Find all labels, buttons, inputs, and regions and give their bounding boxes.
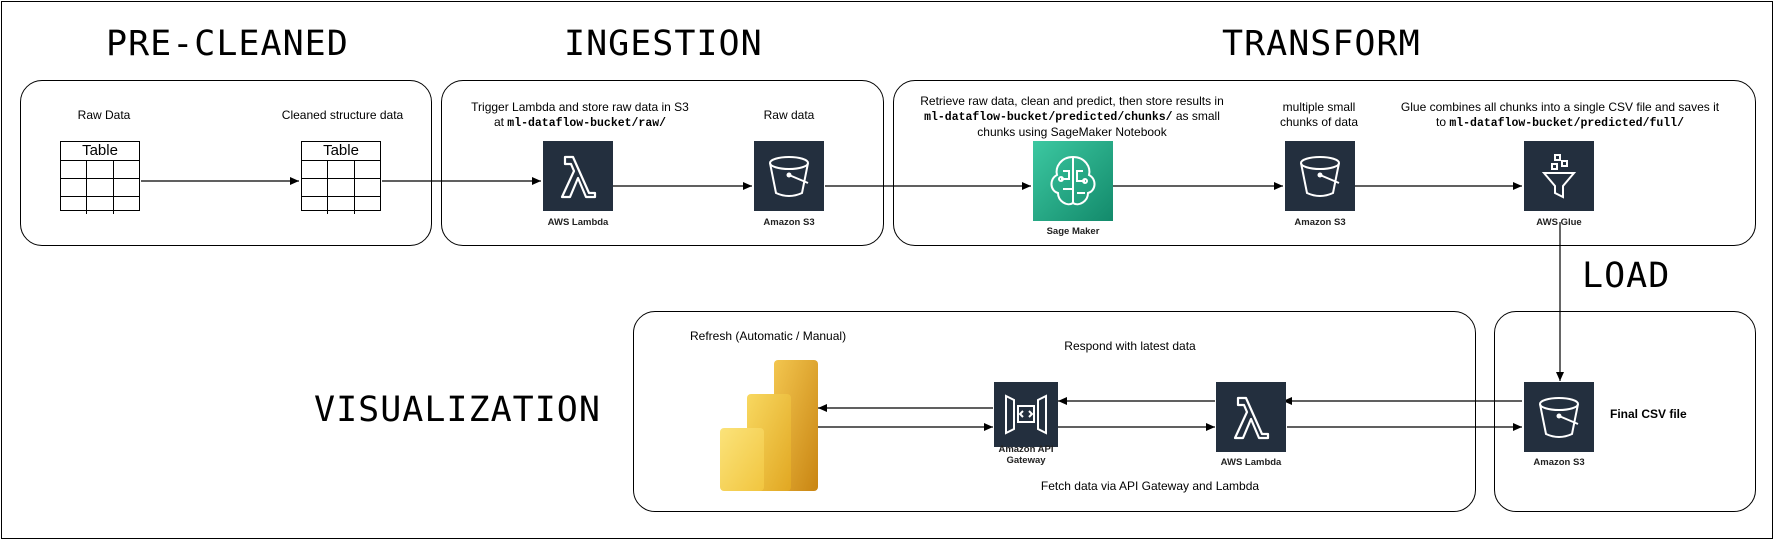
fetch-label: Fetch data via API Gateway and Lambda	[1040, 479, 1260, 493]
ingestion-title: INGESTION	[564, 24, 763, 64]
raw-s3-label: Raw data	[763, 108, 815, 122]
sagemaker-desc-line3: chunks using SageMaker Notebook	[977, 125, 1167, 139]
sagemaker-description: Retrieve raw data, clean and predict, th…	[912, 94, 1232, 140]
api-gateway-icon	[994, 382, 1058, 447]
chunks-label-line2: chunks of data	[1279, 115, 1359, 129]
lambda-desc-line1: Trigger Lambda and store raw data in S3	[471, 100, 689, 114]
pre-cleaned-title: PRE-CLEANED	[106, 24, 349, 64]
sagemaker-desc-path: ml-dataflow-bucket/predicted/chunks/	[924, 111, 1173, 124]
transform-title: TRANSFORM	[1222, 24, 1421, 64]
lambda-viz-icon	[1216, 382, 1286, 452]
lambda-ingest-description: Trigger Lambda and store raw data in S3 …	[460, 100, 700, 131]
s3-raw-icon	[754, 141, 824, 211]
glue-desc-to: to	[1436, 115, 1450, 129]
glue-description: Glue combines all chunks into a single C…	[1390, 100, 1730, 131]
lambda-desc-at: at	[493, 115, 508, 129]
lambda-viz-name: AWS Lambda	[1220, 457, 1282, 468]
load-title: LOAD	[1582, 256, 1671, 296]
visualization-title: VISUALIZATION	[314, 390, 601, 430]
cleaned-data-table-icon: Table	[301, 141, 381, 214]
cleaned-data-label: Cleaned structure data	[281, 108, 404, 122]
glue-name: AWS Glue	[1536, 217, 1582, 228]
apigw-name-line1: Amazon API	[998, 444, 1054, 455]
sagemaker-desc-line1: Retrieve raw data, clean and predict, th…	[920, 94, 1224, 108]
raw-data-label: Raw Data	[77, 108, 131, 122]
lambda-desc-path: ml-dataflow-bucket/raw/	[507, 117, 667, 130]
chunks-label-line1: multiple small	[1282, 100, 1356, 114]
final-csv-label: Final CSV file	[1610, 407, 1687, 421]
s3-raw-name: Amazon S3	[763, 217, 815, 228]
apigw-name-line2: Gateway	[1006, 455, 1046, 466]
sagemaker-name: Sage Maker	[1046, 226, 1100, 237]
sagemaker-desc-suffix: as small	[1172, 109, 1220, 123]
table-header: Table	[61, 142, 139, 161]
lambda-ingest-icon	[543, 141, 613, 211]
glue-icon	[1524, 141, 1594, 211]
s3-chunks-name: Amazon S3	[1294, 217, 1346, 228]
raw-data-table-icon: Table	[60, 141, 140, 214]
power-bi-icon	[720, 358, 820, 493]
s3-chunks-icon	[1285, 141, 1355, 211]
sagemaker-icon	[1033, 141, 1113, 221]
respond-label: Respond with latest data	[1064, 339, 1196, 353]
s3-final-name: Amazon S3	[1533, 457, 1585, 468]
glue-desc-path: ml-dataflow-bucket/predicted/full/	[1449, 117, 1684, 130]
chunks-label: multiple small chunks of data	[1269, 100, 1369, 130]
s3-final-icon	[1524, 382, 1594, 452]
refresh-label: Refresh (Automatic / Manual)	[690, 329, 847, 343]
lambda-ingest-name: AWS Lambda	[547, 217, 609, 228]
glue-desc-line1: Glue combines all chunks into a single C…	[1400, 100, 1720, 114]
api-gateway-name: Amazon API Gateway	[976, 444, 1076, 466]
load-stage	[1494, 311, 1756, 512]
table-header: Table	[302, 142, 380, 161]
